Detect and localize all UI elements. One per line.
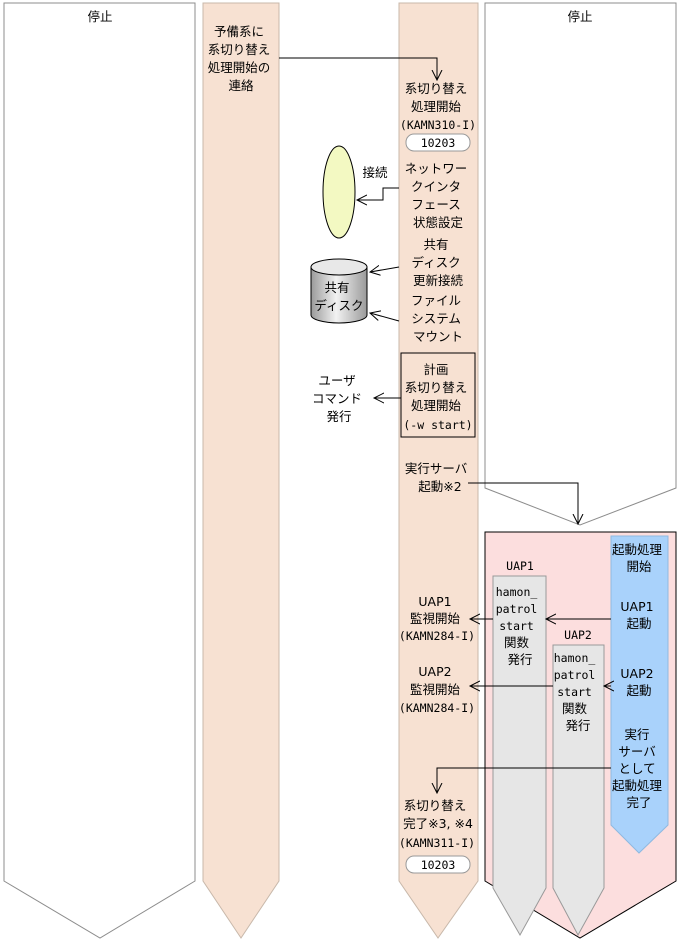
column-1-arrow [3,2,196,939]
planned-switch-text: 計画 系切り替え 処理開始 (-w start) [403,362,472,432]
startup-begin-text: 起動処理 開始 [612,542,666,574]
column-4-arrow [484,2,677,526]
fs-mount-arrow [370,313,400,322]
connect-label: 接続 [362,165,388,180]
uap1-label: UAP1 [506,559,534,573]
notify-standby-text: 予備系に 系切り替え 処理開始の 連絡 [208,24,275,93]
switch-done-text: 系切り替え 完了※3, ※4 (KAMN311-I) [399,798,477,850]
switch-start-text: 系切り替え 処理開始 (KAMN310-I) [400,81,476,132]
message-badge-1 [405,133,471,152]
fs-mount-text: ファイル システム マウント [411,293,465,344]
column-2-arrow [202,2,280,939]
startup-processing-arrow [610,535,669,854]
column-3-arrow [398,2,479,939]
uap1-patrol-text: hamon_ patrol start 関数 発行 [496,585,544,667]
shared-disk-connect-text: 共有 ディスク 更新接続 [411,237,464,288]
uap2-label: UAP2 [564,628,592,642]
startup-complete-arrow [437,767,611,793]
message-badge-1-text: 10203 [421,136,456,150]
exec-server-start-text: 実行サーバ 起動※2 [405,461,471,494]
column-1-title: 停止 [87,9,112,24]
uap2-monitor-text: UAP2 監視開始 (KAMN284-I) [399,664,475,715]
connect-arrow [357,187,399,200]
network-setting-text: ネットワー クインタ フェース 状態設定 [405,161,472,230]
message-badge-2 [405,855,471,874]
uap1-start-text: UAP1 起動 [620,599,657,631]
notify-arrow [279,57,437,80]
startup-done-text: 実行 サーバ として 起動処理 完了 [612,727,666,810]
message-badge-2-text: 10203 [421,858,456,872]
uap1-bar [492,575,547,937]
planned-switch-box [400,352,476,438]
user-command-text: ユーザ コマンド 発行 [312,373,366,424]
network-interface-shape [322,145,356,239]
disk-connect-arrow [370,267,400,272]
shared-disk-label: 共有 ディスク [314,280,363,313]
shared-disk-icon [310,258,368,324]
column-4-title: 停止 [567,9,592,24]
uap2-bar [552,644,605,937]
uap2-patrol-text: hamon_ patrol start 関数 発行 [554,651,602,733]
uap1-monitor-text: UAP1 監視開始 (KAMN284-I) [399,594,475,643]
exec-server-arrow [468,482,578,524]
uap2-start-text: UAP2 起動 [620,666,657,698]
